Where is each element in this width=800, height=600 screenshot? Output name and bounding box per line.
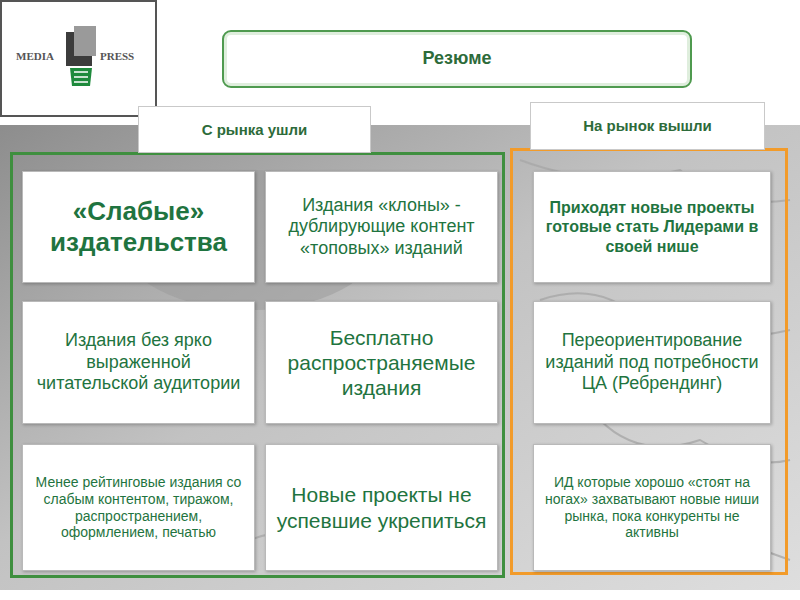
heading-text: С рынка ушли	[202, 121, 308, 139]
content-box: ИД которые хорошо «стоят на ногах» захва…	[533, 444, 771, 571]
box-text: Бесплатно распространяемые издания	[272, 325, 491, 401]
content-box: Менее рейтинговые издания со слабым конт…	[22, 444, 255, 571]
heading-text: На рынок вышли	[583, 117, 712, 135]
content-box: Приходят новые проекты готовые стать Лид…	[533, 171, 771, 283]
box-text: Менее рейтинговые издания со слабым конт…	[29, 474, 248, 541]
content-box: Новые проекты не успевшие укрепиться	[265, 444, 498, 571]
group-region: С рынка ушли«Слабые» издательстваИздания…	[10, 152, 505, 578]
content-box: Бесплатно распространяемые издания	[265, 301, 498, 424]
logo-icon	[62, 24, 102, 94]
logo-box: MEDIA PRESS	[0, 0, 157, 117]
box-text: Издания без ярко выраженной читательской…	[29, 330, 248, 395]
box-text: Новые проекты не успевшие укрепиться	[272, 482, 491, 532]
content-box: «Слабые» издательства	[22, 171, 255, 283]
region-heading: С рынка ушли	[138, 106, 371, 153]
box-text: Приходят новые проекты готовые стать Лид…	[540, 198, 764, 256]
box-text: Издания «клоны» - дублирующие контент «т…	[272, 195, 491, 260]
box-text: Переориентирование изданий под потребнос…	[540, 330, 764, 395]
title-text: Резюме	[423, 48, 492, 70]
content-box: Издания без ярко выраженной читательской…	[22, 301, 255, 424]
box-text: ИД которые хорошо «стоят на ногах» захва…	[540, 474, 764, 541]
logo-text: PRESS	[100, 50, 134, 62]
group-region: На рынок вышлиПриходят новые проекты гот…	[510, 148, 788, 575]
content-box: Издания «клоны» - дублирующие контент «т…	[265, 171, 498, 283]
region-heading: На рынок вышли	[530, 102, 765, 150]
box-text: «Слабые» издательства	[29, 196, 248, 258]
content-box: Переориентирование изданий под потребнос…	[533, 301, 771, 424]
logo-text: MEDIA	[16, 50, 54, 62]
title-box: Резюме	[222, 30, 692, 88]
